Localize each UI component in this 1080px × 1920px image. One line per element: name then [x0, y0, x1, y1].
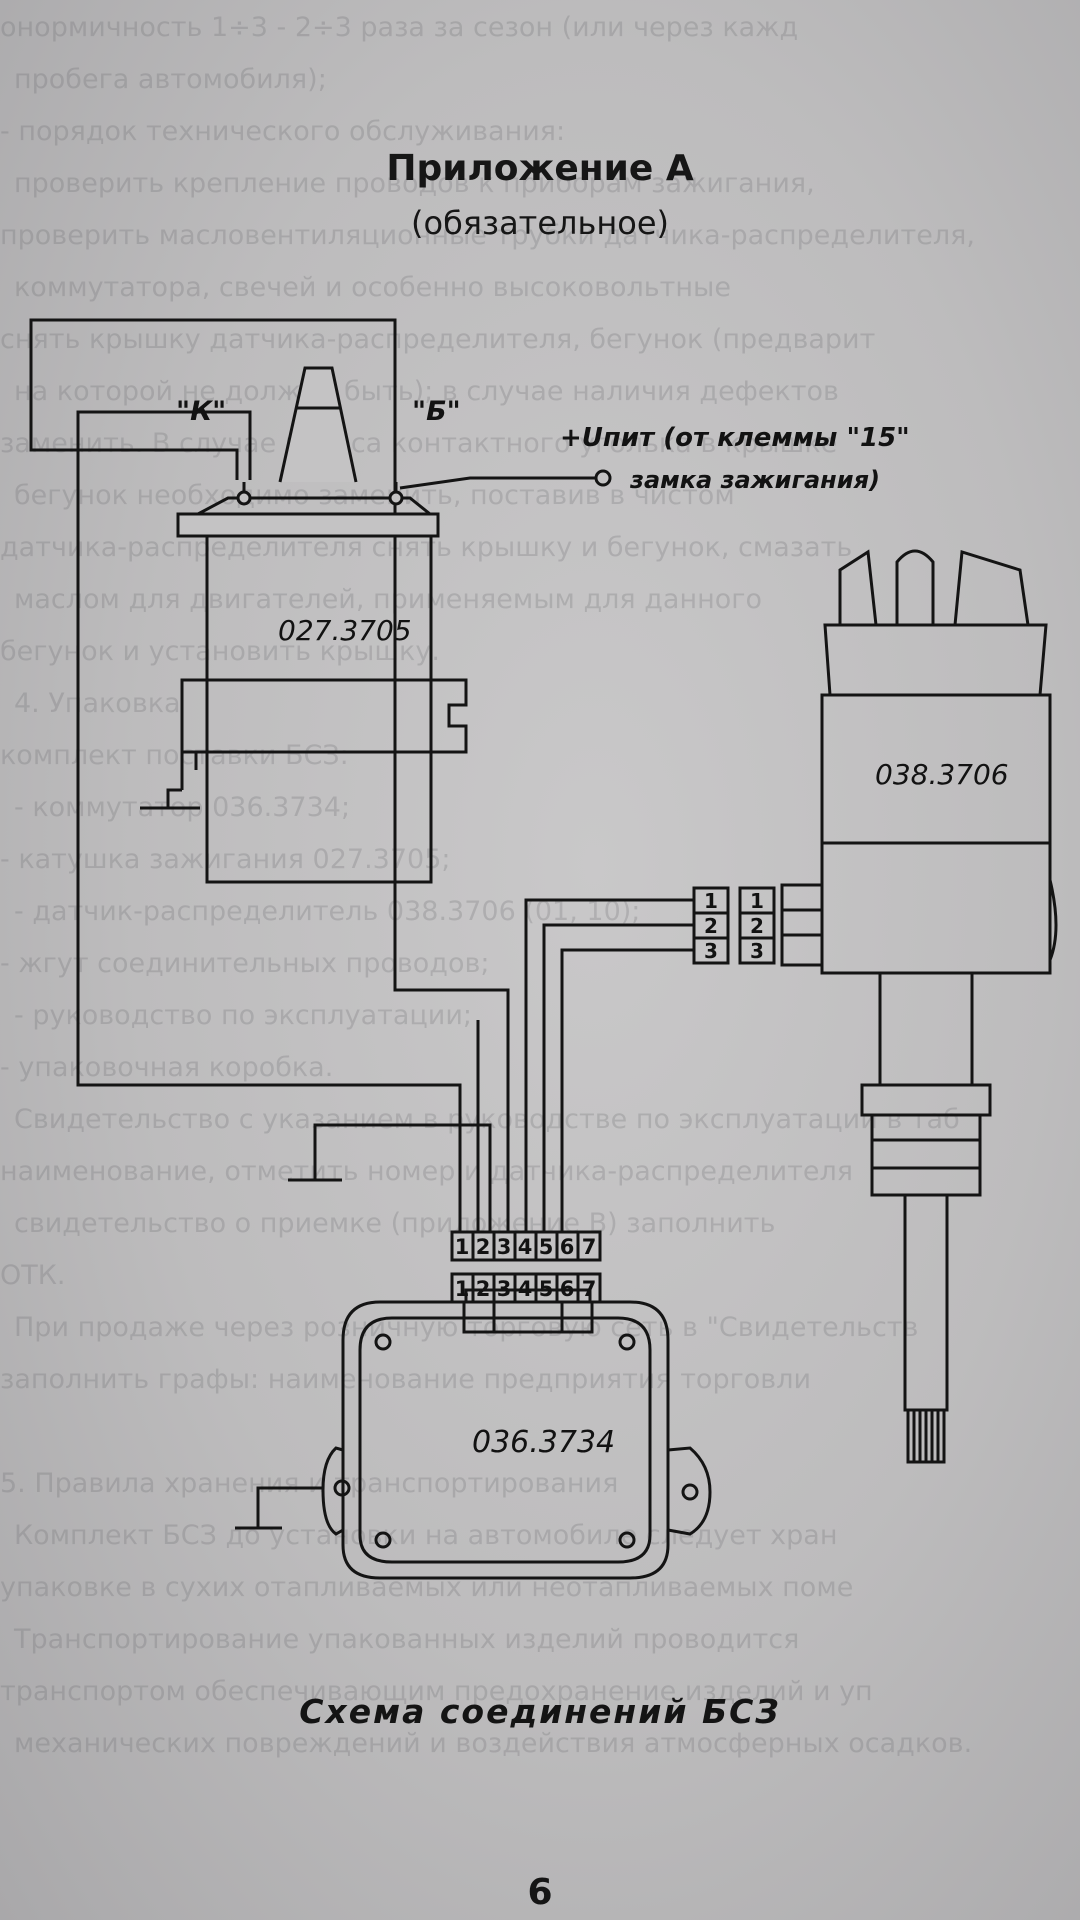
- background-text-line: онормичность 1÷3 - 2÷3 раза за сезон (ил…: [0, 12, 799, 43]
- distributor: [780, 549, 1058, 1464]
- dist-pin-right-3: 3: [750, 939, 764, 963]
- background-text-line: - жгут соединительных проводов;: [0, 948, 490, 979]
- background-text-line: ОТК.: [0, 1260, 66, 1291]
- commutator-model-label: 036.3734: [472, 1425, 615, 1460]
- wire-dist-1: [524, 898, 694, 1232]
- coil-bracket: [180, 678, 468, 754]
- commutator-flange-left: [321, 1446, 344, 1536]
- supply-terminal: [594, 469, 612, 487]
- background-text-line: заполнить графы: наименование предприяти…: [0, 1364, 812, 1395]
- coil-ground: [140, 788, 200, 810]
- dist-pin-right-1: 1: [750, 889, 764, 913]
- coil-model-label: 027.3705: [278, 614, 412, 647]
- wire-coil-k-outer: [29, 318, 510, 1232]
- background-text-line: проверить крепление проводов к приборам …: [14, 168, 815, 199]
- comm-bottom-pin-7: 7: [582, 1277, 597, 1301]
- background-text-line: коммутатора, свечей и особенно высоковол…: [14, 272, 731, 303]
- background-text-line: - упаковочная коробка.: [0, 1052, 334, 1083]
- comm-top-pin-2: 2: [476, 1235, 491, 1259]
- coil-terminal-k-label: "К": [176, 396, 226, 427]
- dist-pin-left-3: 3: [704, 939, 718, 963]
- coil-terminal-b-label: "Б": [412, 396, 461, 427]
- distributor-connector-left: [780, 883, 824, 967]
- background-text-line: на которой не должно быть); в случае нал…: [14, 376, 839, 407]
- background-text-line: - руководство по эксплуатации;: [14, 1000, 472, 1031]
- dist-pin-left-2: 2: [704, 914, 718, 938]
- comm-top-pin-3: 3: [497, 1235, 512, 1259]
- comm-top-pin-1: 1: [455, 1235, 470, 1259]
- background-text-line: снять крышку датчика-распределителя, бег…: [0, 324, 876, 355]
- background-text-line: Транспортирование упакованных изделий пр…: [14, 1624, 800, 1655]
- distributor-model-label: 038.3706: [875, 758, 1009, 791]
- comm-top-pin-7: 7: [582, 1235, 597, 1259]
- wire-dist-3: [560, 948, 694, 1232]
- distributor-tower-right: [953, 550, 1030, 626]
- diagram-caption: Схема соединений БСЗ: [299, 1692, 781, 1731]
- commutator-ground: [235, 1486, 323, 1530]
- coil-body: [205, 534, 433, 884]
- commutator: [321, 1288, 712, 1580]
- background-text-line: свидетельство о приемке (приложение В) з…: [14, 1208, 776, 1239]
- background-text-line: комплект поставки БСЗ:: [0, 740, 349, 771]
- background-text-line: - катушка зажигания 027.3705;: [0, 844, 451, 875]
- background-text-line: бегунок необходимо заменить, поставив в …: [14, 480, 735, 511]
- commutator-body-inner: [358, 1316, 652, 1564]
- commutator-connector-top: [450, 1230, 602, 1262]
- background-text-line: маслом для двигателей, применяемым для д…: [14, 584, 762, 615]
- comm-bottom-pin-5: 5: [539, 1277, 554, 1301]
- comm-top-pin-5: 5: [539, 1235, 554, 1259]
- comm-bottom-pin-3: 3: [497, 1277, 512, 1301]
- background-text-line: заменить. В случае износа контактного уг…: [0, 428, 838, 459]
- background-text-line: - порядок технического обслуживания:: [0, 116, 566, 147]
- wire-coil-inner: [76, 410, 462, 1232]
- commutator-body-outer: [341, 1300, 670, 1580]
- background-text-line: 5. Правила хранения и транспортирования: [0, 1468, 619, 1499]
- comm-top-pin-6: 6: [560, 1235, 575, 1259]
- commutator-flange-right: [667, 1446, 712, 1536]
- supply-label-line2: замка зажигания): [629, 466, 880, 494]
- comm-bottom-pin-2: 2: [476, 1277, 491, 1301]
- coil-tower: [278, 366, 358, 483]
- comm-bottom-pin-1: 1: [455, 1277, 470, 1301]
- background-text-line: наименование, отметить номер и датчика-р…: [0, 1156, 853, 1187]
- distributor-tower-center: [895, 549, 935, 625]
- appendix-subtitle: (обязательное): [411, 204, 669, 242]
- comm-bottom-pin-4: 4: [518, 1277, 533, 1301]
- coil-cap: [176, 512, 440, 538]
- dist-pin-right-2: 2: [750, 914, 764, 938]
- background-text-line: механических повреждений и воздействия а…: [14, 1728, 973, 1759]
- comm-top-pin-4: 4: [518, 1235, 533, 1259]
- distributor-neck: [878, 973, 974, 1087]
- coil-terminal-b: [388, 490, 404, 506]
- background-text-line: бегунок и установить крышку.: [0, 636, 440, 667]
- background-text-line: пробега автомобиля);: [14, 64, 327, 95]
- ignition-coil: [176, 366, 468, 884]
- wire-dist-2: [542, 923, 694, 1232]
- dist-pin-left-1: 1: [704, 889, 718, 913]
- distributor-tower-left: [838, 549, 878, 626]
- background-text-line: 4. Упаковка: [14, 688, 181, 719]
- wire-supply: [399, 476, 596, 490]
- background-text-line: проверить масловентиляционные трубки дат…: [0, 220, 975, 251]
- coil-terminal-k: [236, 490, 252, 506]
- distributor-cap: [823, 623, 1048, 697]
- wire-commutator-ground: [313, 1123, 492, 1232]
- background-text-line: Свидетельство с указанием в руководстве …: [14, 1104, 960, 1135]
- background-text-line: транспортом обеспечивающим предохранение…: [0, 1676, 873, 1707]
- page-number: 6: [527, 1872, 553, 1913]
- distributor-shaft: [903, 1193, 949, 1412]
- comm-bottom-pin-6: 6: [560, 1277, 575, 1301]
- appendix-title: Приложение А: [386, 148, 694, 189]
- supply-label-line1: +Uпит (от клеммы "15": [560, 423, 910, 453]
